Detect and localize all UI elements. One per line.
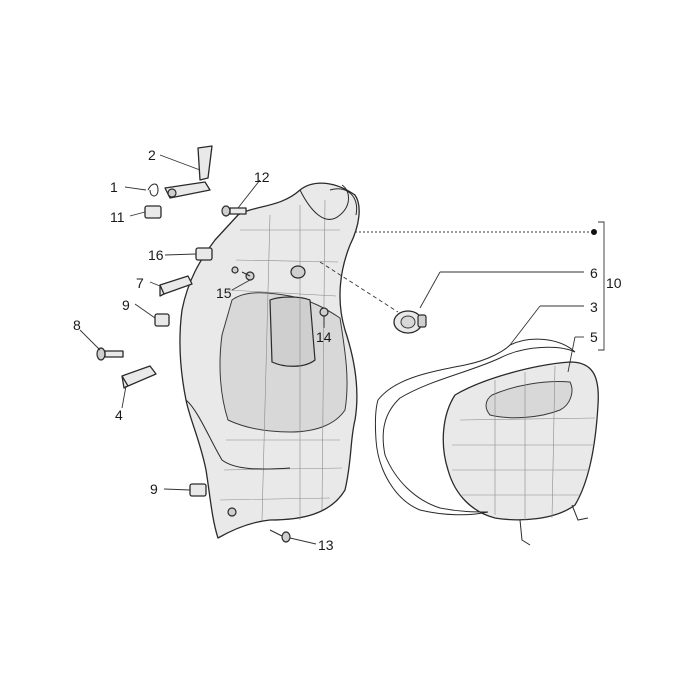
callout-8: 8 — [73, 317, 81, 333]
clip-9-lower — [189, 483, 207, 497]
callout-16: 16 — [148, 247, 164, 263]
callout-10: 10 — [606, 275, 622, 291]
callout-7: 7 — [136, 275, 144, 291]
spring-part — [147, 183, 159, 197]
lock-assembly — [393, 310, 427, 334]
leg-shield-body — [179, 182, 360, 539]
callout-13: 13 — [318, 537, 334, 553]
door-gasket — [374, 338, 576, 516]
callout-9-lower: 9 — [150, 481, 158, 497]
screw-15 — [241, 271, 255, 281]
clip-16 — [195, 247, 213, 261]
callout-4: 4 — [115, 407, 123, 423]
callout-5: 5 — [590, 329, 598, 345]
clip-9-upper — [154, 313, 170, 327]
bracket-4 — [121, 365, 157, 389]
reference-dot — [591, 229, 597, 235]
lever-part — [164, 145, 213, 199]
glove-box-door — [442, 361, 599, 546]
callout-15: 15 — [216, 285, 232, 301]
callout-14: 14 — [316, 329, 332, 345]
screw-14 — [319, 307, 329, 326]
callout-6: 6 — [590, 265, 598, 281]
callout-12: 12 — [254, 169, 270, 185]
callout-1: 1 — [110, 179, 118, 195]
screw-12 — [221, 205, 247, 217]
leader-lines — [79, 154, 605, 545]
callout-2: 2 — [148, 147, 156, 163]
callout-3: 3 — [590, 299, 598, 315]
callout-9-upper: 9 — [122, 297, 130, 313]
bracket-7 — [159, 275, 193, 297]
clip-11 — [144, 205, 162, 219]
screw-13 — [269, 529, 291, 543]
bolt-8 — [96, 347, 124, 361]
callout-11: 11 — [110, 209, 125, 225]
